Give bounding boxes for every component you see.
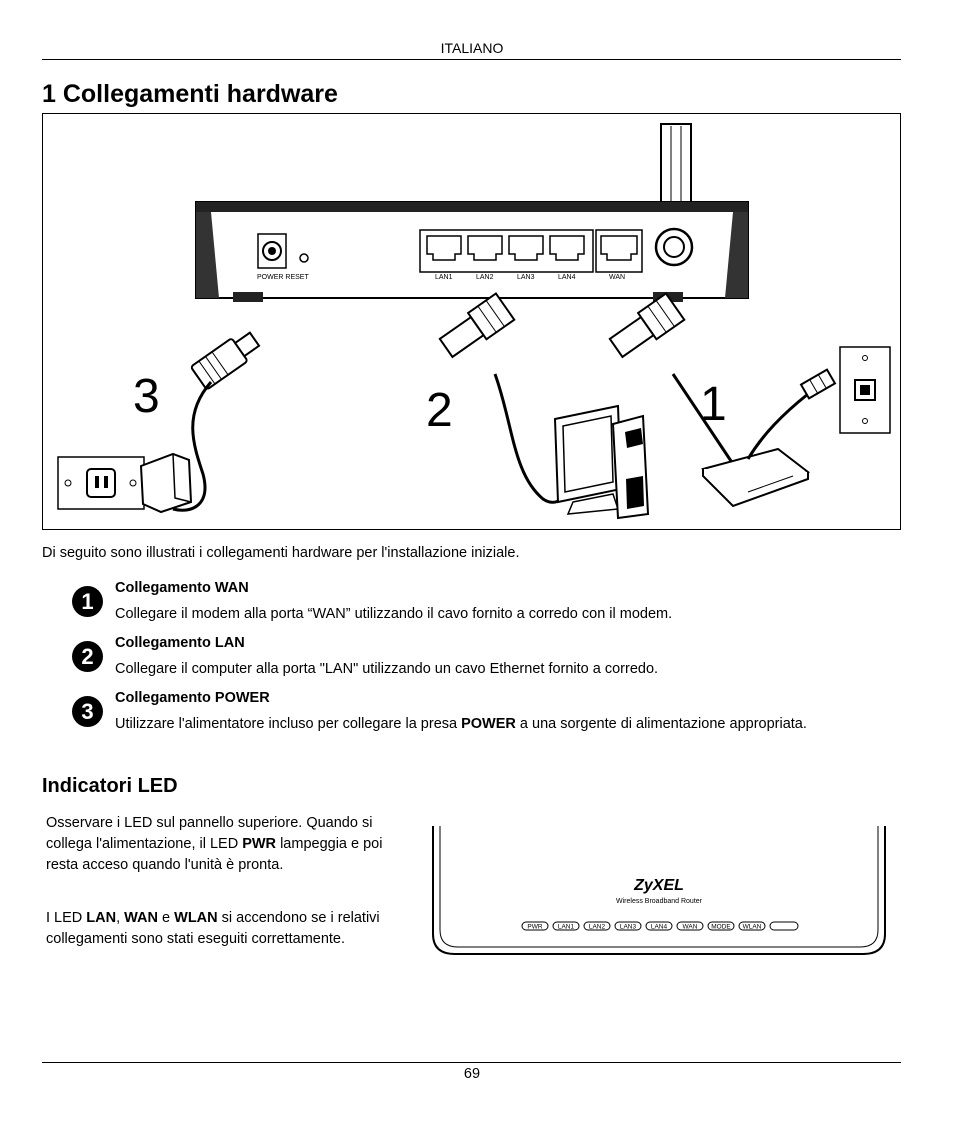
top-rule	[42, 59, 901, 60]
computer-icon	[438, 292, 650, 520]
led-paragraph-2: I LED LAN, WAN e WLAN si accendono se i …	[46, 908, 418, 950]
step-heading: Collegamento WAN	[115, 580, 249, 596]
step-heading: Collegamento POWER	[115, 690, 270, 706]
label-lan3: LAN3	[517, 274, 535, 281]
label-lan1: LAN1	[435, 274, 453, 281]
led-p2-wan: WAN	[124, 910, 159, 926]
header-language: ITALIANO	[440, 40, 504, 56]
led-label: PWR	[527, 924, 542, 931]
led-label: MODE	[711, 924, 731, 931]
led-lan1: LAN1	[552, 921, 580, 931]
number-2-icon: 2	[72, 641, 103, 672]
led-p2-wlan: WLAN	[174, 910, 218, 926]
led-p1-after: lampeggia e poi resta acceso quando l'un…	[46, 836, 383, 873]
step-number: 3	[81, 699, 93, 724]
power-adapter-icon	[57, 331, 261, 514]
led-lan2: LAN2	[583, 921, 611, 931]
label-wan: WAN	[609, 274, 625, 281]
page-number: 69	[463, 1066, 481, 1082]
label-power-reset: POWER RESET	[257, 274, 309, 281]
led-p1-before: Osservare i LED sul pannello superiore. …	[46, 815, 373, 852]
led-lan4: LAN4	[645, 921, 673, 931]
led-p2-after: si accendono se i relativi collegamenti …	[46, 910, 380, 947]
led-pwr: PWR	[521, 921, 549, 931]
step-heading: Collegamento LAN	[115, 635, 245, 651]
step-number: 2	[81, 644, 93, 669]
number-3-icon: 3	[72, 696, 103, 727]
led-lan3: LAN3	[614, 921, 642, 931]
led-mode: MODE	[707, 921, 735, 931]
step-text-before: Utilizzare l'alimentatore incluso per co…	[115, 716, 462, 732]
callout-2: 2	[426, 384, 453, 437]
led-label: LAN2	[589, 924, 606, 931]
step-number: 1	[81, 589, 93, 614]
led-label: WAN	[683, 924, 698, 931]
intro-text: Di seguito sono illustrati i collegament…	[42, 545, 520, 561]
led-section-title: Indicatori LED	[42, 775, 178, 797]
led-p2-sep1: ,	[116, 910, 125, 926]
bottom-rule	[42, 1062, 901, 1063]
callout-3: 3	[133, 370, 160, 423]
led-wlan: WLAN	[738, 921, 766, 931]
led-wan: WAN	[676, 921, 704, 931]
modem-icon	[608, 292, 891, 508]
led-p2-before: I LED	[46, 910, 87, 926]
label-lan4: LAN4	[558, 274, 576, 281]
step-text: Utilizzare l'alimentatore incluso per co…	[115, 714, 872, 735]
led-p2-sep2: e	[158, 910, 175, 926]
step-text: Collegare il computer alla porta "LAN" u…	[115, 661, 659, 677]
led-blank	[769, 921, 799, 931]
number-1-icon: 1	[72, 586, 103, 617]
brand-subtitle: Wireless Broadband Router	[616, 898, 703, 905]
led-label: LAN4	[651, 924, 668, 931]
led-paragraph-1: Osservare i LED sul pannello superiore. …	[46, 813, 418, 876]
led-label: WLAN	[743, 924, 762, 931]
led-p1-bold: PWR	[242, 836, 277, 852]
step-text-after: a una sorgente di alimentazione appropri…	[515, 716, 807, 732]
led-p2-lan: LAN	[86, 910, 117, 926]
callout-1: 1	[700, 378, 727, 431]
label-lan2: LAN2	[476, 274, 494, 281]
step-text-bold: POWER	[461, 716, 516, 732]
step-text: Collegare il modem alla porta “WAN” util…	[115, 606, 673, 622]
led-panel-figure: ZyXEL Wireless Broadband Router PWR LAN1…	[430, 826, 890, 961]
brand-logo: ZyXEL	[633, 877, 684, 894]
led-label: LAN3	[620, 924, 637, 931]
led-label: LAN1	[558, 924, 575, 931]
router-back-panel: POWER RESET LAN1 LAN2 LAN3 LAN4 WAN	[195, 201, 749, 302]
page-title: 1 Collegamenti hardware	[42, 80, 338, 108]
hardware-connection-figure: POWER RESET LAN1 LAN2 LAN3 LAN4 WAN	[42, 113, 901, 530]
